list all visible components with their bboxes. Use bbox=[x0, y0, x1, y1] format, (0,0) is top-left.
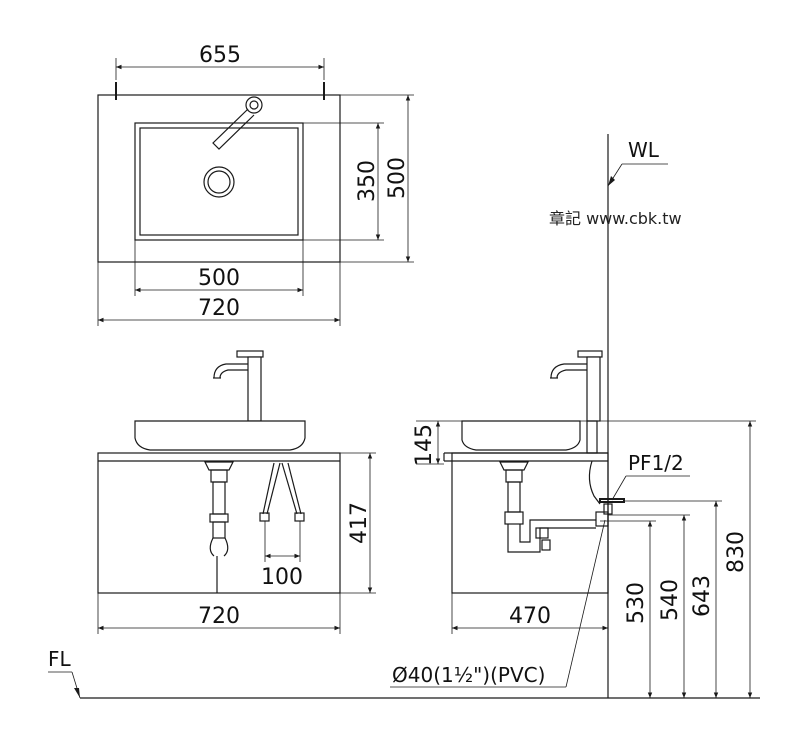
dim-350-label: 350 bbox=[355, 160, 380, 202]
top-faucet bbox=[212, 96, 263, 150]
water-level-marker: WL bbox=[607, 138, 668, 187]
dim-100-label: 100 bbox=[261, 565, 303, 590]
dim-500-width-label: 500 bbox=[198, 266, 240, 291]
top-view: 655 500 720 350 500 bbox=[97, 43, 414, 326]
front-cabinet bbox=[97, 452, 341, 594]
side-drain-trap bbox=[499, 461, 609, 553]
floor-level-label: FL bbox=[48, 647, 72, 671]
top-bowl-outer bbox=[134, 122, 304, 241]
side-supply-hose bbox=[588, 460, 625, 515]
dim-540-label: 540 bbox=[658, 579, 683, 621]
dim-530-label: 530 bbox=[624, 582, 649, 624]
dim-643-label: 643 bbox=[690, 575, 715, 617]
floor-level: FL bbox=[48, 647, 760, 699]
side-basin bbox=[461, 420, 581, 451]
watermark-text: 章記 www.cbk.tw bbox=[549, 209, 682, 228]
top-countertop-outline bbox=[97, 94, 341, 263]
front-basin bbox=[134, 420, 306, 451]
top-drain-outer bbox=[203, 166, 235, 198]
dim-720-top-label: 720 bbox=[198, 296, 240, 321]
side-view: 145 470 530 540 643 830 PF1/2 Ø40(1½")(P… bbox=[390, 134, 756, 698]
front-view: 100 720 417 bbox=[97, 350, 376, 634]
front-supply-hoses bbox=[259, 462, 305, 522]
dim-470-label: 470 bbox=[509, 604, 551, 629]
dim-655-label: 655 bbox=[199, 43, 241, 68]
dim-830-label: 830 bbox=[724, 531, 749, 573]
dim-145-label: 145 bbox=[412, 424, 437, 466]
water-level-label: WL bbox=[628, 138, 660, 162]
dim-417-label: 417 bbox=[347, 502, 372, 544]
top-drain-inner bbox=[207, 170, 231, 194]
front-drain bbox=[204, 461, 234, 593]
drain-label: Ø40(1½")(PVC) bbox=[392, 663, 545, 687]
supply-label: PF1/2 bbox=[628, 451, 684, 475]
dim-500-depth-label: 500 bbox=[385, 157, 410, 199]
front-faucet bbox=[213, 350, 264, 422]
dim-720-front-label: 720 bbox=[198, 604, 240, 629]
top-bowl-inner bbox=[139, 127, 299, 236]
